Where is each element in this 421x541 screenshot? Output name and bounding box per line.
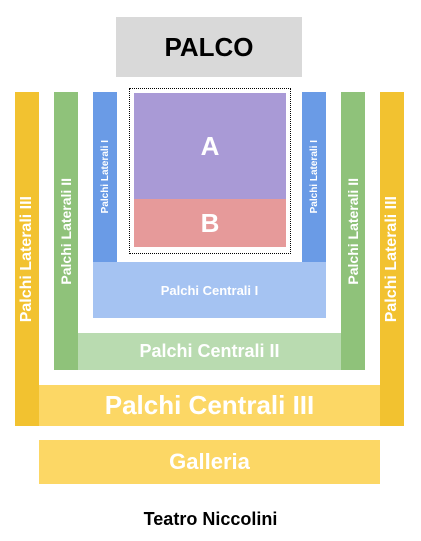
section-label: Palchi Laterali II — [58, 177, 74, 285]
section-label: Palchi Laterali I — [99, 140, 111, 214]
section-label: Palchi Laterali II — [345, 177, 361, 285]
section-label: A — [200, 130, 220, 161]
section-label: Palchi Centrali I — [160, 282, 259, 298]
section-label: Palchi Laterali I — [308, 140, 320, 214]
stage-palco[interactable]: PALCO — [116, 17, 302, 77]
stage-label: PALCO — [164, 31, 254, 62]
section-label: Palchi Laterali III — [383, 195, 400, 323]
orchestra-outline — [129, 88, 291, 254]
section-label: Palchi Laterali III — [18, 195, 35, 323]
section-galleria[interactable]: Galleria — [39, 440, 380, 484]
section-palchi-laterali-ii-right[interactable]: Palchi Laterali II — [341, 92, 365, 370]
section-palchi-centrali-iii[interactable]: Palchi Centrali III — [39, 385, 380, 426]
section-label: Palchi Centrali III — [104, 390, 315, 420]
section-palchi-centrali-ii[interactable]: Palchi Centrali II — [78, 333, 341, 370]
section-label: Palchi Centrali II — [139, 341, 280, 361]
section-label: B — [200, 207, 220, 238]
section-label: Galleria — [169, 449, 250, 474]
section-palchi-centrali-i[interactable]: Palchi Centrali I — [93, 262, 326, 318]
section-palchi-laterali-iii-right[interactable]: Palchi Laterali III — [380, 92, 404, 426]
section-b[interactable]: B — [134, 199, 286, 247]
section-palchi-laterali-i-right[interactable]: Palchi Laterali I — [302, 92, 326, 262]
section-palchi-laterali-ii-left[interactable]: Palchi Laterali II — [54, 92, 78, 370]
section-palchi-laterali-i-left[interactable]: Palchi Laterali I — [93, 92, 117, 262]
section-a[interactable]: A — [134, 93, 286, 199]
section-palchi-laterali-iii-left[interactable]: Palchi Laterali III — [15, 92, 39, 426]
venue-title: Teatro Niccolini — [143, 509, 278, 529]
